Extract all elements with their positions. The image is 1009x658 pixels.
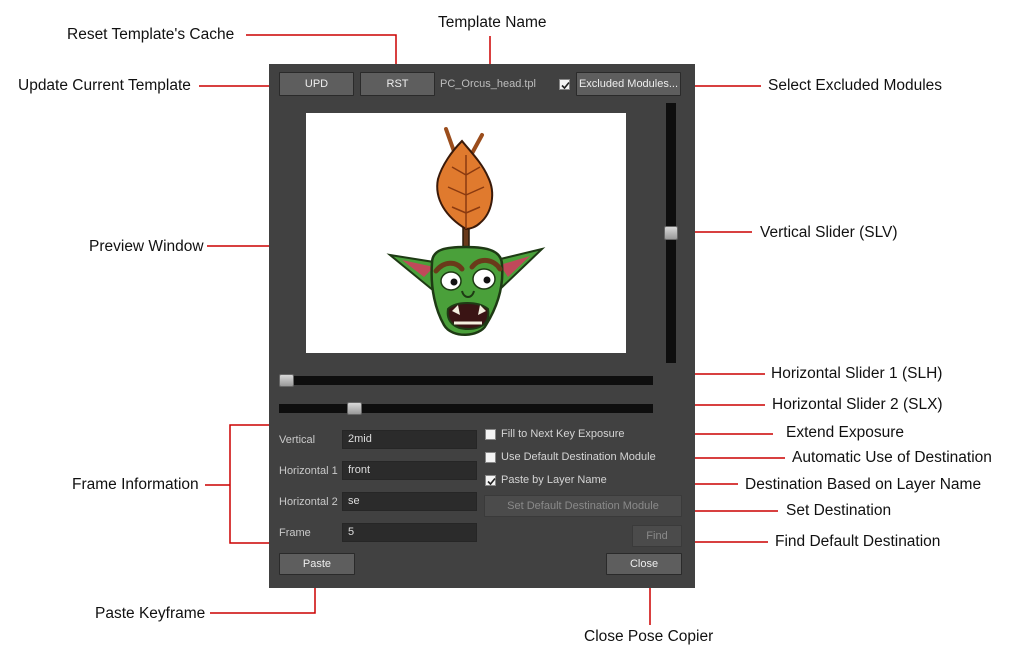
horizontal-slider-1-thumb[interactable] (279, 374, 294, 387)
vertical-label: Vertical (279, 434, 316, 446)
use-default-destination-checkbox[interactable] (485, 452, 496, 463)
paste-by-layer-checkbox[interactable] (485, 475, 496, 486)
preview-window (306, 113, 626, 353)
paste-button[interactable]: Paste (279, 553, 355, 575)
fill-next-key-label: Fill to Next Key Exposure (501, 428, 625, 440)
paste-by-layer-label: Paste by Layer Name (501, 474, 607, 486)
horizontal-1-field[interactable]: front (342, 461, 477, 480)
set-default-destination-button[interactable]: Set Default Destination Module (484, 495, 682, 517)
horizontal-2-field[interactable]: se (342, 492, 477, 511)
find-button[interactable]: Find (632, 525, 682, 547)
vertical-slider-thumb[interactable] (664, 226, 678, 240)
callout-frame-information: Frame Information (72, 476, 199, 493)
pose-copier-dialog: UPD RST PC_Orcus_head.tpl Excluded Modul… (269, 64, 695, 588)
excluded-modules-checkbox[interactable] (559, 79, 570, 90)
callout-set-destination: Set Destination (786, 502, 892, 519)
callout-reset-cache: Reset Template's Cache (67, 26, 235, 43)
excluded-modules-button[interactable]: Excluded Modules... (576, 72, 681, 96)
callout-automatic-destination: Automatic Use of Destination (792, 449, 992, 466)
callout-select-excluded: Select Excluded Modules (768, 77, 943, 94)
fill-next-key-checkbox[interactable] (485, 429, 496, 440)
callout-destination-layer-name: Destination Based on Layer Name (745, 476, 982, 493)
use-default-destination-label: Use Default Destination Module (501, 451, 656, 463)
callout-update-current: Update Current Template (18, 77, 191, 94)
callout-horizontal-slider-1: Horizontal Slider 1 (SLH) (771, 365, 943, 382)
callout-find-default-destination: Find Default Destination (775, 533, 941, 550)
check-icon (487, 477, 496, 486)
close-button[interactable]: Close (606, 553, 682, 575)
horizontal-slider-2-track[interactable] (279, 404, 653, 413)
vertical-field[interactable]: 2mid (342, 430, 477, 449)
horizontal-2-label: Horizontal 2 (279, 496, 338, 508)
callout-preview-window: Preview Window (89, 238, 204, 255)
horizontal-slider-1-track[interactable] (279, 376, 653, 385)
callout-template-name: Template Name (438, 14, 547, 31)
frame-field[interactable]: 5 (342, 523, 477, 542)
callout-horizontal-slider-2: Horizontal Slider 2 (SLX) (772, 396, 943, 413)
callout-close-pose-copier: Close Pose Copier (584, 628, 714, 645)
frame-label: Frame (279, 527, 311, 539)
check-icon (561, 81, 570, 90)
callout-extend-exposure: Extend Exposure (786, 424, 905, 441)
callout-vertical-slider: Vertical Slider (SLV) (760, 224, 898, 241)
template-name-label: PC_Orcus_head.tpl (440, 78, 536, 90)
horizontal-slider-2-thumb[interactable] (347, 402, 363, 415)
update-template-button[interactable]: UPD (279, 72, 354, 96)
reset-cache-button[interactable]: RST (360, 72, 435, 96)
orc-head-image (386, 127, 546, 336)
horizontal-1-label: Horizontal 1 (279, 465, 338, 477)
callout-paste-keyframe: Paste Keyframe (95, 605, 206, 622)
